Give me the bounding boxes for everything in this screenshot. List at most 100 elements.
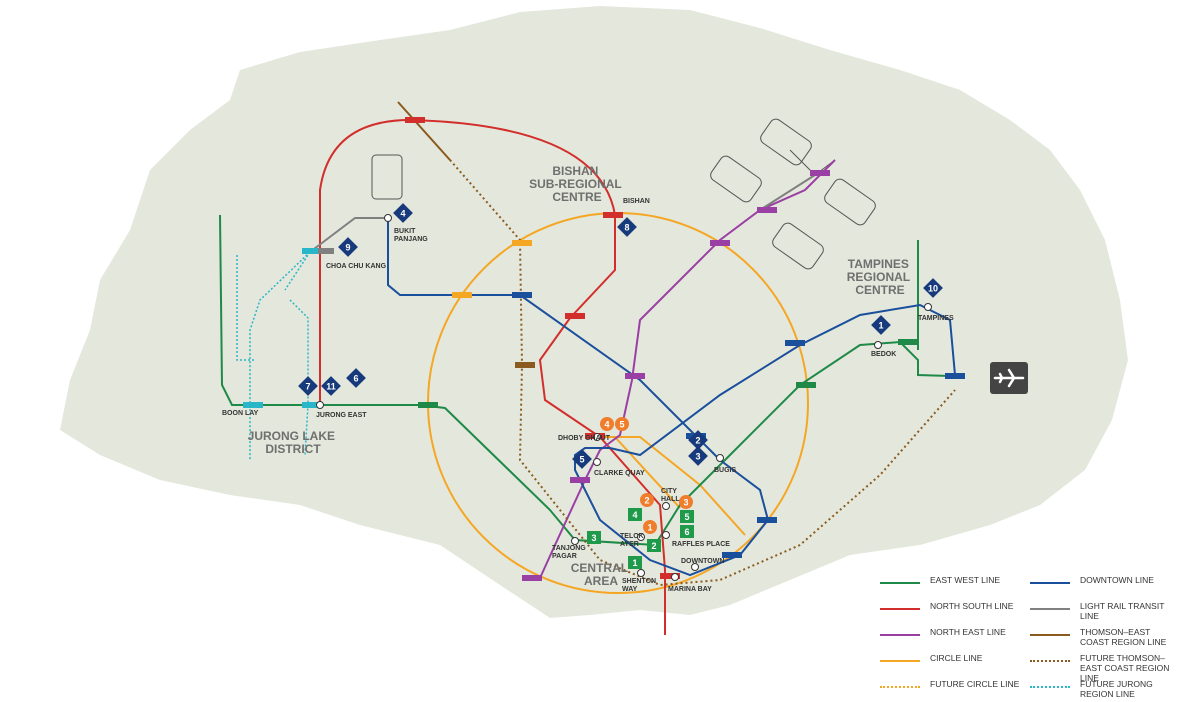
station-icon [874,341,882,349]
legend-north-south: NORTH SOUTH LINE [880,598,1030,624]
badge-orange-3: 3 [679,495,693,509]
station-label-tanjong-pagar: TANJONG PAGAR [552,545,588,560]
svg-text:2: 2 [644,496,649,506]
legend-swatch [880,582,920,584]
legend-downtown: DOWNTOWN LINE [1030,572,1180,598]
mark [796,382,816,388]
legend-label: CIRCLE LINE [930,653,983,663]
legend-future-jurong: FUTURE JURONG REGION LINE [1030,676,1180,702]
blue-badges: 1 2 3 4 5 6 7 8 9 10 11 [298,203,943,469]
future-jurong-region-line [236,251,311,460]
badge-blue-10: 10 [923,278,943,298]
legend-label: FUTURE THOMSON–EAST COAST REGION LINE [1080,653,1170,683]
station-icons [316,214,932,581]
station-label-choa-chu-kang: CHOA CHU KANG [326,263,387,270]
badge-blue-6: 6 [346,368,366,388]
legend-tel: THOMSON–EAST COAST REGION LINE [1030,624,1180,650]
east-west-line [219,214,951,547]
station-label-boon-lay: BOON LAY [222,410,259,417]
legend-label: FUTURE JURONG REGION LINE [1080,679,1153,699]
legend-swatch [1030,608,1070,610]
legend-future-circle: FUTURE CIRCLE LINE [880,676,1030,702]
mark [522,575,542,581]
badge-orange-4: 4 [600,417,614,431]
mark [710,240,730,246]
svg-text:1: 1 [878,321,883,331]
station-label-dhoby-ghaut: DHOBY GHAUT [558,435,611,442]
mark [512,292,532,298]
station-label-marina-bay: MARINA BAY [668,586,712,593]
mark [603,212,623,218]
mark [785,340,805,346]
mark [565,313,585,319]
station-label-bukit-panjang: BUKIT PANJANG [394,228,428,243]
legend-swatch [1030,634,1070,636]
svg-text:4: 4 [400,209,405,219]
legend-future-tel: FUTURE THOMSON–EAST COAST REGION LINE [1030,650,1180,683]
station-label-telok-ayer: TELOK AYER [620,533,646,548]
legend-swatch [880,634,920,636]
svg-text:6: 6 [353,374,358,384]
region-central: CENTRAL AREA [571,561,631,588]
station-icon [571,537,579,545]
station-icon [924,303,932,311]
svg-text:7: 7 [305,382,310,392]
mark [405,117,425,123]
station-icon [384,214,392,222]
station-icon [593,458,601,466]
svg-text:1: 1 [632,558,637,568]
badge-blue-5: 5 [572,449,592,469]
mark [302,402,318,408]
mark [945,373,965,379]
region-jurong: JURONG LAKE DISTRICT [248,429,339,456]
map-legend: EAST WEST LINE NORTH SOUTH LINE NORTH EA… [880,572,1172,699]
badge-orange-1: 1 [643,520,657,534]
legend-label: NORTH EAST LINE [930,627,1006,637]
station-icon [662,531,670,539]
badge-green-1: 1 [628,556,642,569]
station-icon [691,563,699,571]
legend-lrt: LIGHT RAIL TRANSIT LINE [1030,598,1180,624]
svg-text:3: 3 [683,498,688,508]
badge-green-4: 4 [628,508,642,521]
legend-label: FUTURE CIRCLE LINE [930,679,1020,689]
mark [515,362,535,368]
station-label-jurong-east: JURONG EAST [316,412,367,419]
legend-north-east: NORTH EAST LINE [880,624,1030,650]
mark [570,477,590,483]
mark [757,207,777,213]
station-label-clarke-quay: CLARKE QUAY [594,470,645,477]
legend-swatch [1030,686,1070,688]
region-bishan: BISHAN SUB-REGIONAL CENTRE [529,164,625,204]
station-label-bedok: BEDOK [871,351,896,358]
station-icon [637,569,645,577]
station-icon [593,433,601,441]
svg-text:2: 2 [651,541,656,551]
mark [418,402,438,408]
badge-green-6: 6 [680,525,694,538]
station-label-shenton-way: SHENTON WAY [622,578,658,593]
svg-text:2: 2 [695,436,700,446]
legend-swatch [1030,582,1070,584]
green-badges: 1 2 3 4 5 6 [587,508,694,569]
legend-swatch [880,608,920,610]
mark [660,573,680,579]
thomson-east-coast-line [397,101,451,161]
station-label-tampines: TAMPINES [918,315,954,322]
svg-text:8: 8 [624,223,629,233]
legend-swatch [880,686,920,688]
mark [452,292,472,298]
lrt-line [309,174,816,253]
legend-swatch [880,660,920,662]
airport-icon [990,362,1028,394]
station-label-bishan: BISHAN [623,198,650,205]
svg-text:11: 11 [326,382,336,392]
badge-blue-11: 11 [321,376,341,396]
station-icon [316,401,324,409]
legend-label: LIGHT RAIL TRANSIT LINE [1080,601,1165,621]
legend-label: THOMSON–EAST COAST REGION LINE [1080,627,1167,647]
svg-text:4: 4 [632,510,637,520]
badge-green-5: 5 [680,510,694,523]
mark [318,248,334,254]
mark [898,339,918,345]
